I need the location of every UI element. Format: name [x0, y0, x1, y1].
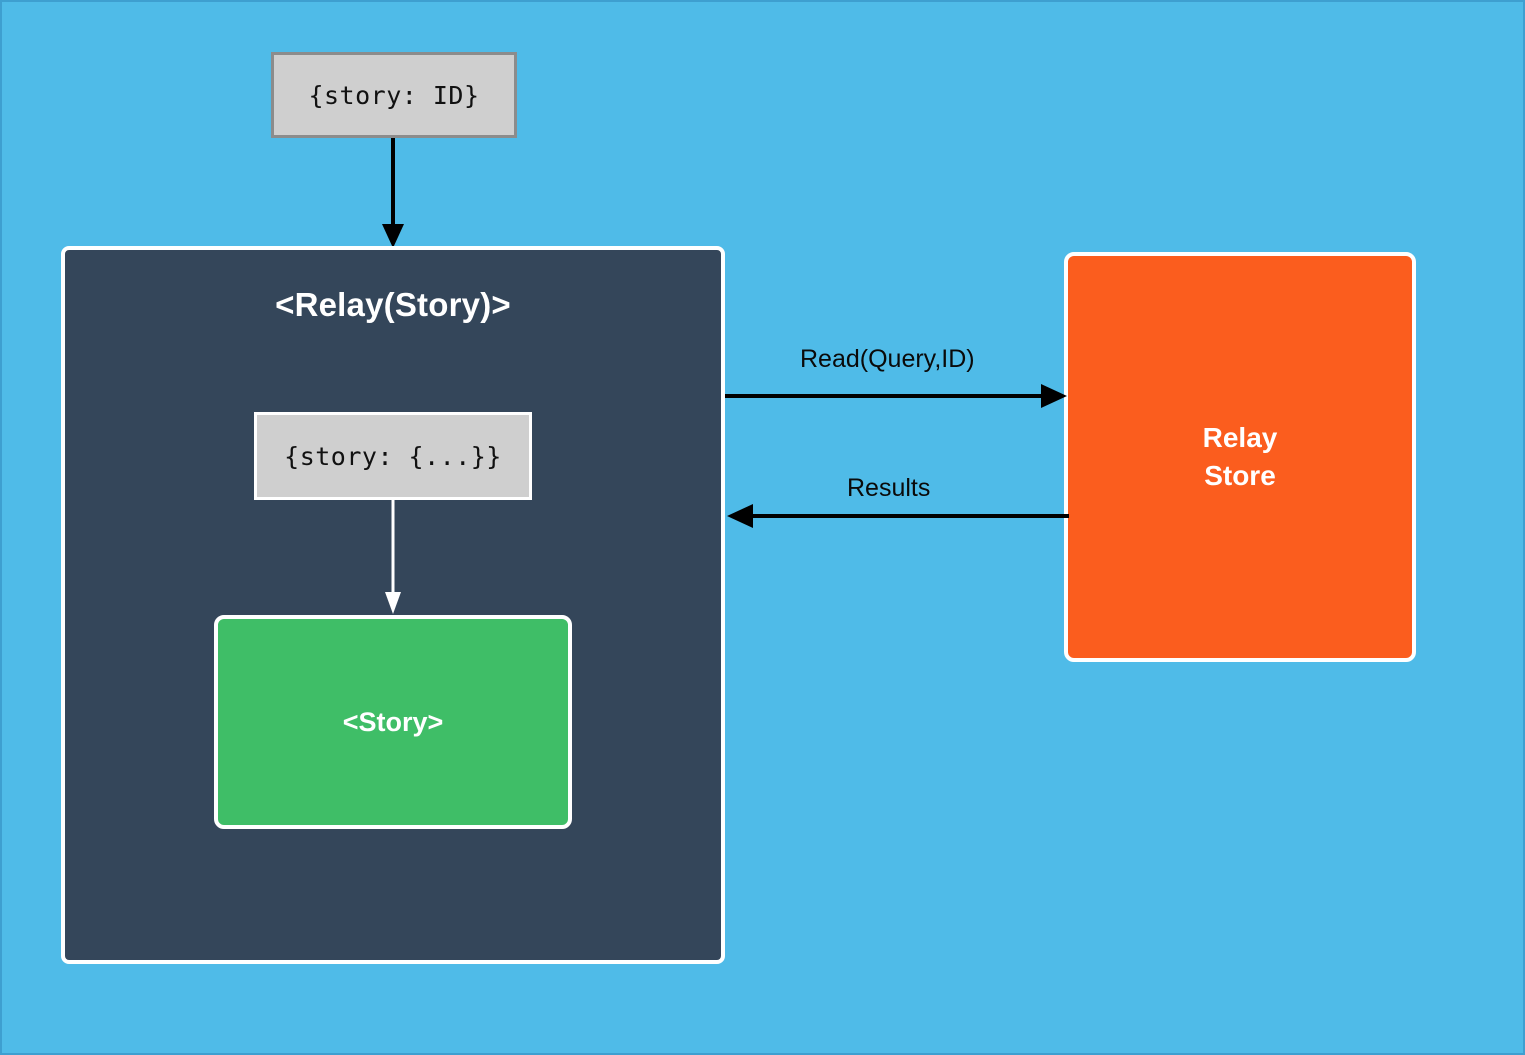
- node-story-component: <Story>: [214, 615, 572, 829]
- node-relay-store: Relay Store: [1064, 252, 1416, 662]
- node-relay-store-label-line2: Store: [1204, 460, 1276, 491]
- node-relay-store-label-line1: Relay: [1202, 422, 1278, 454]
- node-input-props-label: {story: ID}: [308, 80, 480, 110]
- edge-read-request-label: Read(Query,ID): [800, 345, 975, 373]
- node-resolved-props-label: {story: {...}}: [284, 441, 502, 471]
- edge-read-results-label: Results: [847, 474, 931, 502]
- edge-read-results: [725, 500, 1069, 532]
- edge-props-to-container: [377, 138, 409, 250]
- edge-read-request: [725, 380, 1069, 412]
- edge-props-to-story: [380, 500, 406, 616]
- node-input-props: {story: ID}: [271, 52, 517, 138]
- node-relay-container-label: <Relay(Story)>: [275, 286, 511, 323]
- node-resolved-props: {story: {...}}: [254, 412, 532, 500]
- node-story-component-label: <Story>: [342, 706, 444, 737]
